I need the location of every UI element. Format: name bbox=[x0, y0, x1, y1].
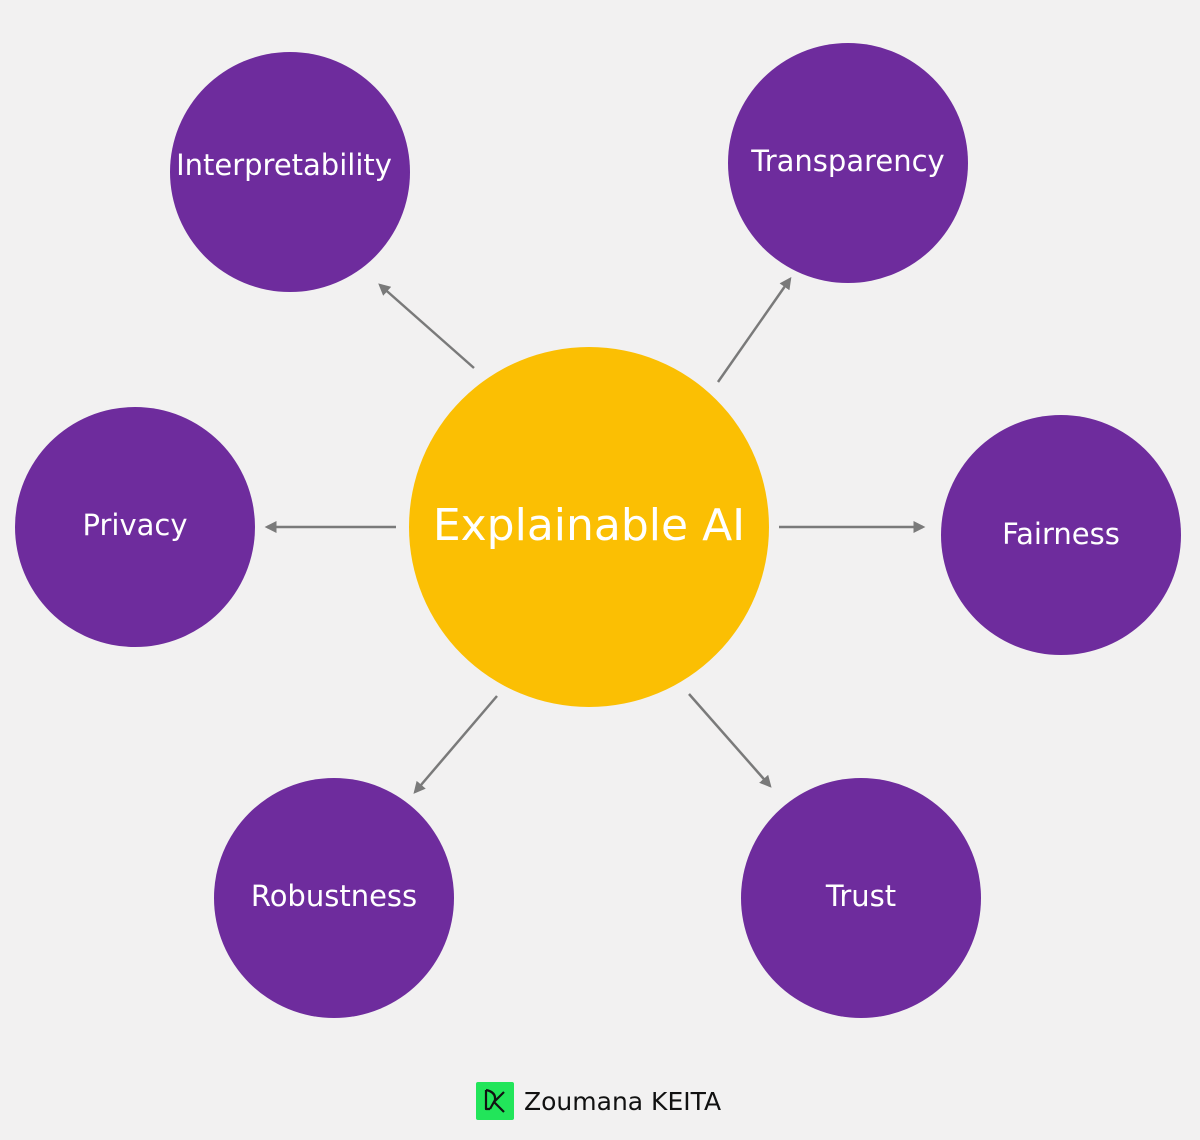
node-trust: Trust bbox=[741, 778, 981, 1018]
node-fairness-label: Fairness bbox=[1002, 517, 1120, 551]
node-trust-circle bbox=[741, 778, 981, 1018]
author-name: Zoumana KEITA bbox=[524, 1086, 722, 1116]
center-node-circle bbox=[409, 347, 769, 707]
node-transparency-label: Transparency bbox=[750, 144, 944, 178]
node-robustness-circle bbox=[214, 778, 454, 1018]
node-interpretability-label: Interpretability bbox=[176, 148, 392, 182]
node-privacy: Privacy bbox=[15, 407, 255, 647]
arrow-to-robustness bbox=[413, 695, 498, 794]
center-node-label: Explainable AI bbox=[433, 500, 745, 551]
node-robustness-label: Robustness bbox=[251, 879, 417, 913]
node-privacy-label: Privacy bbox=[83, 508, 188, 542]
dc-logo-icon bbox=[476, 1082, 514, 1120]
node-trust-label: Trust bbox=[825, 879, 896, 913]
center-node: Explainable AI bbox=[409, 347, 769, 707]
arrow-to-transparency bbox=[716, 277, 792, 383]
arrows bbox=[264, 277, 926, 794]
node-fairness-circle bbox=[941, 415, 1181, 655]
node-robustness: Robustness bbox=[214, 778, 454, 1018]
author-credit: Zoumana KEITA bbox=[476, 1082, 721, 1120]
arrow-to-interpretability bbox=[378, 283, 475, 369]
node-privacy-circle bbox=[15, 407, 255, 647]
node-fairness: Fairness bbox=[941, 415, 1181, 655]
arrow-to-trust bbox=[688, 693, 772, 788]
node-interpretability-circle bbox=[170, 52, 410, 292]
node-transparency: Transparency bbox=[728, 43, 968, 283]
node-transparency-circle bbox=[728, 43, 968, 283]
node-interpretability: Interpretability bbox=[170, 52, 410, 292]
